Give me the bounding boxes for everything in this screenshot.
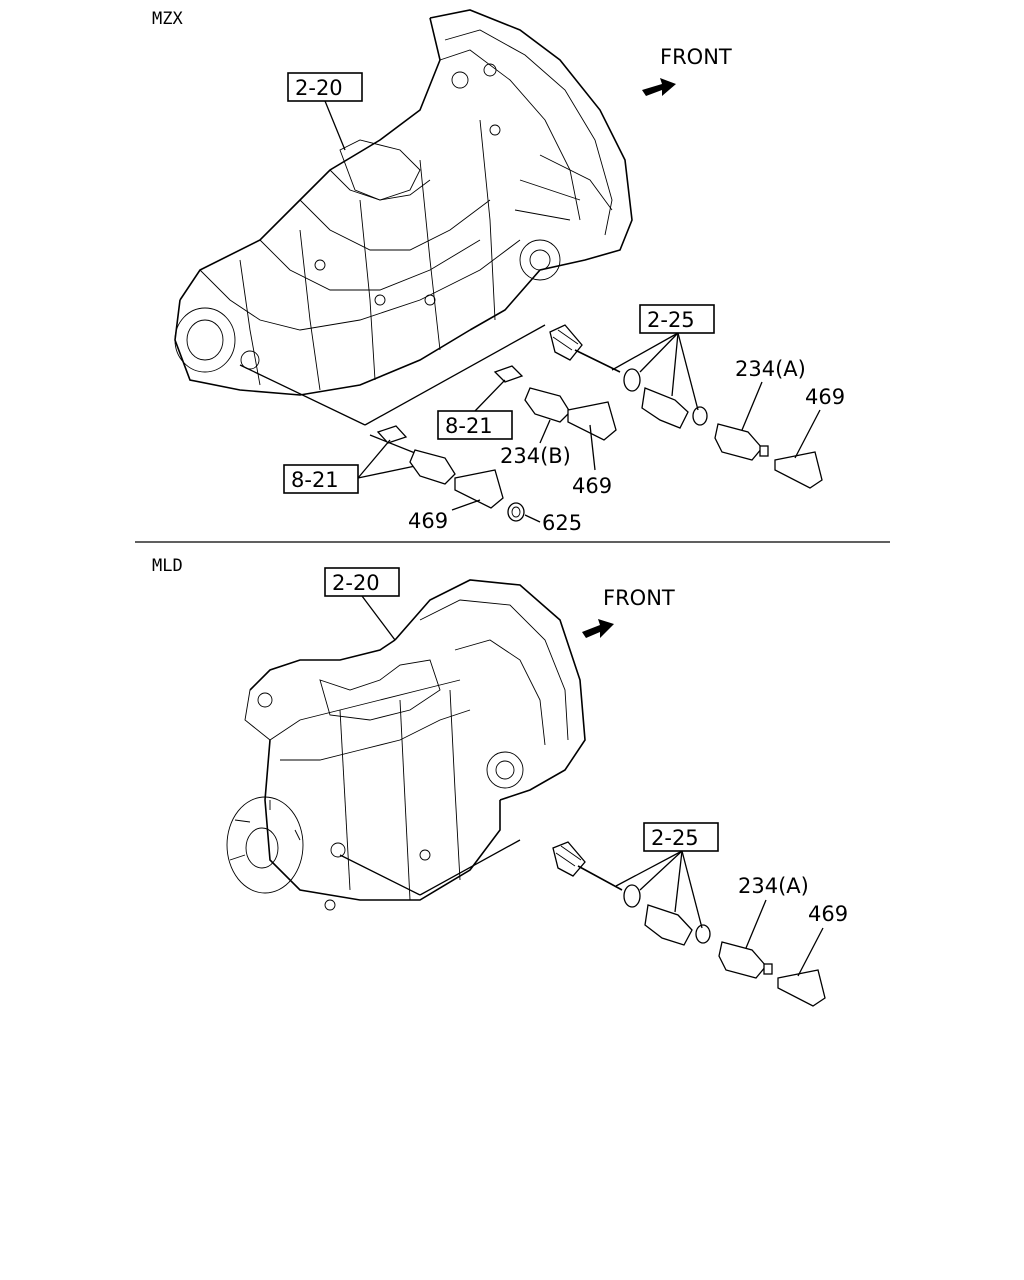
sleeve-mzx — [641, 387, 708, 429]
pinion-gear-mzx — [549, 324, 621, 373]
bracket-469-lower-mzx — [454, 469, 504, 509]
sleeve-mld — [644, 904, 711, 946]
ref-2-20-mld: 2-20 — [332, 571, 380, 595]
part-234a-mzx: 234(A) — [735, 357, 806, 381]
front-label-mld: FRONT — [603, 586, 675, 610]
section-label-mld: MLD — [152, 556, 183, 576]
ref-2-25-mzx: 2-25 — [647, 308, 695, 332]
transmission-mld-drawing — [226, 579, 586, 911]
section-label-mzx: MZX — [152, 9, 183, 29]
part-234a-mld: 234(A) — [738, 874, 809, 898]
ref-8-21-lower-mzx: 8-21 — [291, 468, 339, 492]
ref-2-25-mld: 2-25 — [651, 826, 699, 850]
part-234b-mzx: 234(B) — [500, 444, 571, 468]
part-625-mzx: 625 — [542, 511, 582, 535]
ref-2-20-mzx: 2-20 — [295, 76, 343, 100]
part-469-c-mzx: 469 — [408, 509, 448, 533]
part-469-mld: 469 — [808, 902, 848, 926]
clip-8-21-lower — [376, 425, 408, 444]
ref-8-21-upper-mzx: 8-21 — [445, 414, 493, 438]
o-ring-mzx — [623, 368, 641, 392]
bracket-469-mid-mzx — [567, 401, 617, 441]
nut-625-mzx — [507, 502, 525, 522]
bracket-469-mld — [777, 969, 826, 1007]
front-arrow-icon — [642, 78, 676, 96]
sensor-234a-mld — [718, 941, 773, 979]
clip-8-21-upper — [493, 365, 524, 383]
front-arrow-icon — [582, 619, 614, 638]
o-ring-mld — [623, 884, 641, 908]
transmission-mzx-drawing — [174, 9, 633, 396]
sensor-lower-mzx — [409, 449, 456, 485]
sensor-234a-mzx — [714, 423, 769, 461]
bracket-469-right-mzx — [774, 451, 823, 489]
sensor-234b-mzx — [524, 387, 571, 423]
front-label-mzx: FRONT — [660, 45, 732, 69]
part-469-a-mzx: 469 — [805, 385, 845, 409]
part-469-b-mzx: 469 — [572, 474, 612, 498]
pinion-gear-mld — [552, 841, 623, 891]
